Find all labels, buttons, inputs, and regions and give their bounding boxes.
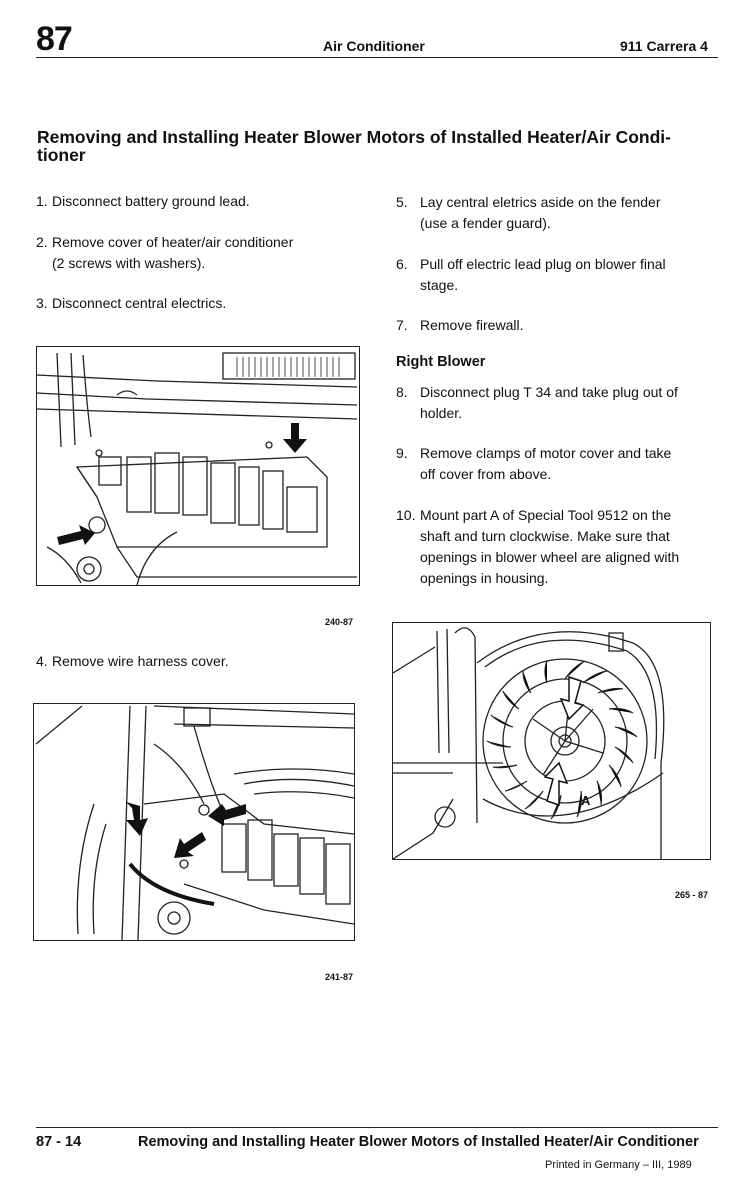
step-text: openings in blower wheel are aligned wit… bbox=[420, 549, 680, 565]
step-number: 7. bbox=[396, 317, 408, 333]
step-8: 8. Disconnect plug T 34 and take plug ou… bbox=[396, 382, 716, 424]
step-text: Disconnect plug T 34 and take plug out o… bbox=[420, 384, 678, 400]
figure-caption: 241-87 bbox=[325, 972, 354, 982]
step-text: stage. bbox=[420, 277, 459, 293]
footer-printed-note: Printed in Germany – III, 1989 bbox=[545, 1159, 692, 1171]
step-text: Pull off electric lead plug on blower fi… bbox=[420, 256, 666, 272]
step-text: Disconnect central electrics. bbox=[52, 295, 227, 311]
step-10: 10. Mount part A of Special Tool 9512 on… bbox=[396, 505, 716, 589]
page-title-line-1: Removing and Installing Heater Blower Mo… bbox=[37, 127, 671, 147]
step-text: shaft and turn clockwise. Make sure that bbox=[420, 528, 670, 544]
figure-wire-harness bbox=[33, 703, 355, 941]
header-section-title: Air Conditioner bbox=[323, 38, 425, 54]
step-text: (2 screws with washers). bbox=[52, 255, 206, 271]
figure-caption: 240-87 bbox=[325, 617, 354, 627]
page-title-line-2: tioner bbox=[37, 145, 86, 165]
step-2: 2. Remove cover of heater/air conditione… bbox=[36, 232, 366, 274]
step-number: 5. bbox=[396, 194, 408, 210]
footer-rule bbox=[36, 1127, 718, 1128]
footer-title: Removing and Installing Heater Blower Mo… bbox=[138, 1134, 699, 1150]
step-text: Remove firewall. bbox=[420, 317, 524, 333]
step-3: 3. Disconnect central electrics. bbox=[36, 293, 366, 314]
step-text: Remove clamps of motor cover and take bbox=[420, 445, 672, 461]
step-number: 6. bbox=[396, 256, 408, 272]
step-9: 9. Remove clamps of motor cover and take… bbox=[396, 443, 716, 485]
central-electrics-illustration bbox=[37, 352, 358, 585]
step-6: 6. Pull off electric lead plug on blower… bbox=[396, 254, 716, 296]
subheading-right-blower: Right Blower bbox=[396, 354, 486, 370]
header-rule bbox=[36, 57, 718, 58]
step-number: 8. bbox=[396, 384, 408, 400]
footer-page-number: 87 - 14 bbox=[36, 1134, 82, 1150]
step-number: 3. bbox=[36, 295, 48, 311]
step-text: openings in housing. bbox=[420, 570, 549, 586]
step-7: 7. Remove firewall. bbox=[396, 315, 716, 336]
page-title: Removing and Installing Heater Blower Mo… bbox=[37, 128, 717, 164]
wire-harness-illustration bbox=[35, 705, 354, 940]
step-text: Mount part A of Special Tool 9512 on the bbox=[420, 507, 672, 523]
step-5: 5. Lay central eletrics aside on the fen… bbox=[396, 192, 716, 234]
step-text: Disconnect battery ground lead. bbox=[52, 193, 250, 209]
figure-blower-wheel: A bbox=[392, 622, 711, 860]
step-text: Remove wire harness cover. bbox=[52, 653, 229, 669]
header-model: 911 Carrera 4 bbox=[620, 38, 708, 54]
step-text: off cover from above. bbox=[420, 466, 552, 482]
step-4: 4. Remove wire harness cover. bbox=[36, 651, 366, 672]
figure-central-electrics bbox=[36, 346, 360, 586]
step-number: 9. bbox=[396, 445, 408, 461]
step-text: Remove cover of heater/air conditioner bbox=[52, 234, 294, 250]
step-text: Lay central eletrics aside on the fender bbox=[420, 194, 661, 210]
figure-caption: 265 - 87 bbox=[675, 890, 709, 900]
step-number: 4. bbox=[36, 653, 48, 669]
section-number: 87 bbox=[36, 20, 73, 58]
step-number: 2. bbox=[36, 234, 48, 250]
part-a-label: A bbox=[581, 793, 591, 808]
step-1: 1. Disconnect battery ground lead. bbox=[36, 191, 366, 212]
step-text: holder. bbox=[420, 405, 463, 421]
step-number: 1. bbox=[36, 193, 48, 209]
step-number: 10. bbox=[396, 507, 416, 523]
blower-wheel-illustration: A bbox=[393, 627, 665, 859]
step-text: (use a fender guard). bbox=[420, 215, 551, 231]
